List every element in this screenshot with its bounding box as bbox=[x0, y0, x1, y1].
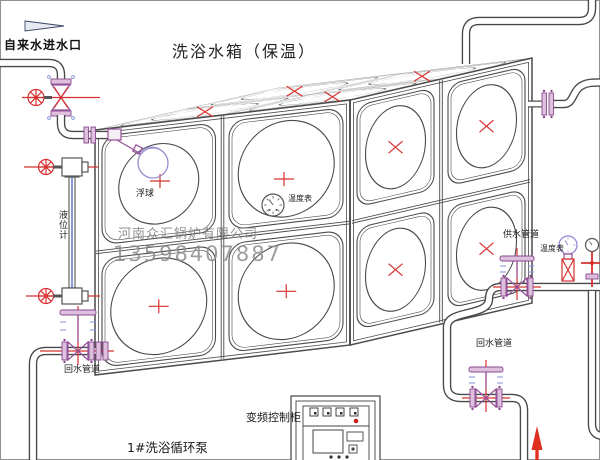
return-right-gate-valve bbox=[462, 360, 510, 412]
power-led bbox=[353, 418, 359, 424]
float-ball-icon bbox=[137, 147, 169, 179]
tank-outlet-pipe bbox=[528, 78, 600, 119]
return-right-label: 回水管道 bbox=[476, 337, 512, 349]
watermark-company: 河南众汇锅炉有限公司 bbox=[118, 226, 258, 242]
pressure-relief-valve bbox=[581, 237, 600, 287]
return-left-gate-valve bbox=[40, 306, 114, 365]
control-cabinet bbox=[290, 395, 381, 460]
level-gauge-bottom-valve bbox=[26, 287, 100, 305]
diagram-title: 洗浴水箱（保温） bbox=[172, 42, 316, 61]
tank-front-face bbox=[94, 99, 351, 376]
supply-label: 供水管道 bbox=[503, 228, 539, 240]
return-left-label: 回水管道 bbox=[64, 363, 100, 375]
return-pipe-left: 回水管道 bbox=[28, 306, 114, 460]
level-gauge-assembly: 液位计 bbox=[24, 157, 100, 305]
supply-return-piping: 供水管道 温度表 bbox=[442, 228, 600, 460]
panel-center-marks bbox=[148, 70, 494, 314]
inlet-valve bbox=[22, 75, 100, 120]
cabinet-label: 变频控制柜 bbox=[246, 410, 301, 424]
cabinet-display bbox=[312, 429, 344, 454]
pump-label: 1#洗浴循环泵 bbox=[127, 440, 208, 455]
float-label: 浮球 bbox=[136, 187, 154, 199]
front-thermometer: 温度表 bbox=[261, 193, 312, 217]
right-thermometer: 温度表 bbox=[540, 235, 578, 282]
level-gauge-label: 液位计 bbox=[57, 209, 68, 240]
handwheel-icon bbox=[37, 158, 55, 176]
handwheel-icon bbox=[27, 88, 45, 107]
flow-arrow-icon bbox=[24, 20, 65, 32]
water-tank bbox=[93, 57, 534, 376]
right-thermometer-label: 温度表 bbox=[540, 243, 564, 253]
watermark: 河南众汇锅炉有限公司 13598407887 bbox=[113, 226, 282, 266]
front-thermometer-label: 温度表 bbox=[288, 193, 312, 203]
inlet-label: 自来水进水口 bbox=[4, 37, 82, 52]
handwheel-icon bbox=[37, 287, 55, 305]
cabinet-button bbox=[348, 444, 358, 454]
level-gauge-top-valve bbox=[24, 157, 98, 177]
supply-gate-valve bbox=[493, 248, 541, 300]
inlet-assembly: 自来水进水口 bbox=[0, 20, 109, 144]
flow-up-arrow-icon bbox=[531, 426, 543, 460]
watermark-phone: 13598407887 bbox=[113, 242, 282, 266]
float-ball-assembly: 浮球 bbox=[107, 128, 169, 199]
top-inlet-pipe bbox=[461, 0, 597, 64]
cabinet-indicators bbox=[309, 407, 359, 424]
